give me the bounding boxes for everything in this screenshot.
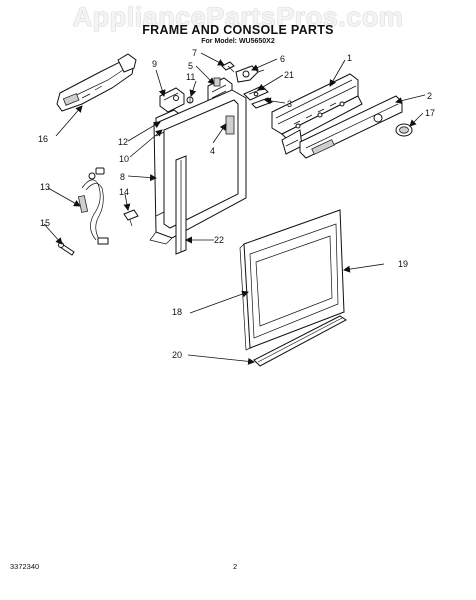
callout-18: 18 [172,307,182,317]
callout-21: 21 [284,70,294,80]
part-7-drawing [221,61,235,73]
watermark: AppliancePartsPros.com [72,2,404,32]
callout-4: 4 [210,146,215,156]
part-15-drawing [58,242,75,256]
document-number: 3372340 [10,562,40,571]
part-11-drawing [186,96,194,104]
callout-15: 15 [40,218,50,228]
page-title: FRAME AND CONSOLE PARTS [142,23,334,37]
leader-lines [43,52,426,365]
part-14-drawing [123,209,139,227]
callout-22: 22 [214,235,224,245]
callout-14: 14 [119,187,129,197]
part-2-drawing [299,95,403,159]
callout-labels: 1 2 3 4 5 6 7 8 9 10 11 12 13 14 15 16 1… [38,48,435,360]
callout-19: 19 [398,259,408,269]
part-13-drawing [77,167,109,245]
callout-12: 12 [118,137,128,147]
part-16-drawing [56,53,137,112]
part-3-drawing [251,97,273,109]
callout-20: 20 [172,350,182,360]
callout-7: 7 [192,48,197,58]
part-20-drawing [253,315,347,367]
page-number: 2 [233,562,238,571]
part-18-drawing [255,235,333,327]
callout-6: 6 [280,54,285,64]
part-19-drawing [239,209,345,351]
part-17-drawing [395,123,413,137]
callout-8: 8 [120,172,125,182]
part-22-drawing [175,155,187,255]
callout-2: 2 [427,91,432,101]
part-6-drawing [235,65,265,83]
callout-10: 10 [119,154,129,164]
callout-13: 13 [40,182,50,192]
callout-1: 1 [347,53,352,63]
callout-3: 3 [287,99,292,109]
part-9-drawing [159,87,185,113]
part-1-drawing [271,73,363,155]
callout-16: 16 [38,134,48,144]
callout-9: 9 [152,59,157,69]
model-subtitle: For Model: WU5650X2 [201,38,275,45]
callout-11: 11 [186,72,195,82]
part-21-drawing [243,85,269,101]
callout-17: 17 [425,108,435,118]
callout-5: 5 [188,61,193,71]
part-8-drawing [149,89,247,245]
